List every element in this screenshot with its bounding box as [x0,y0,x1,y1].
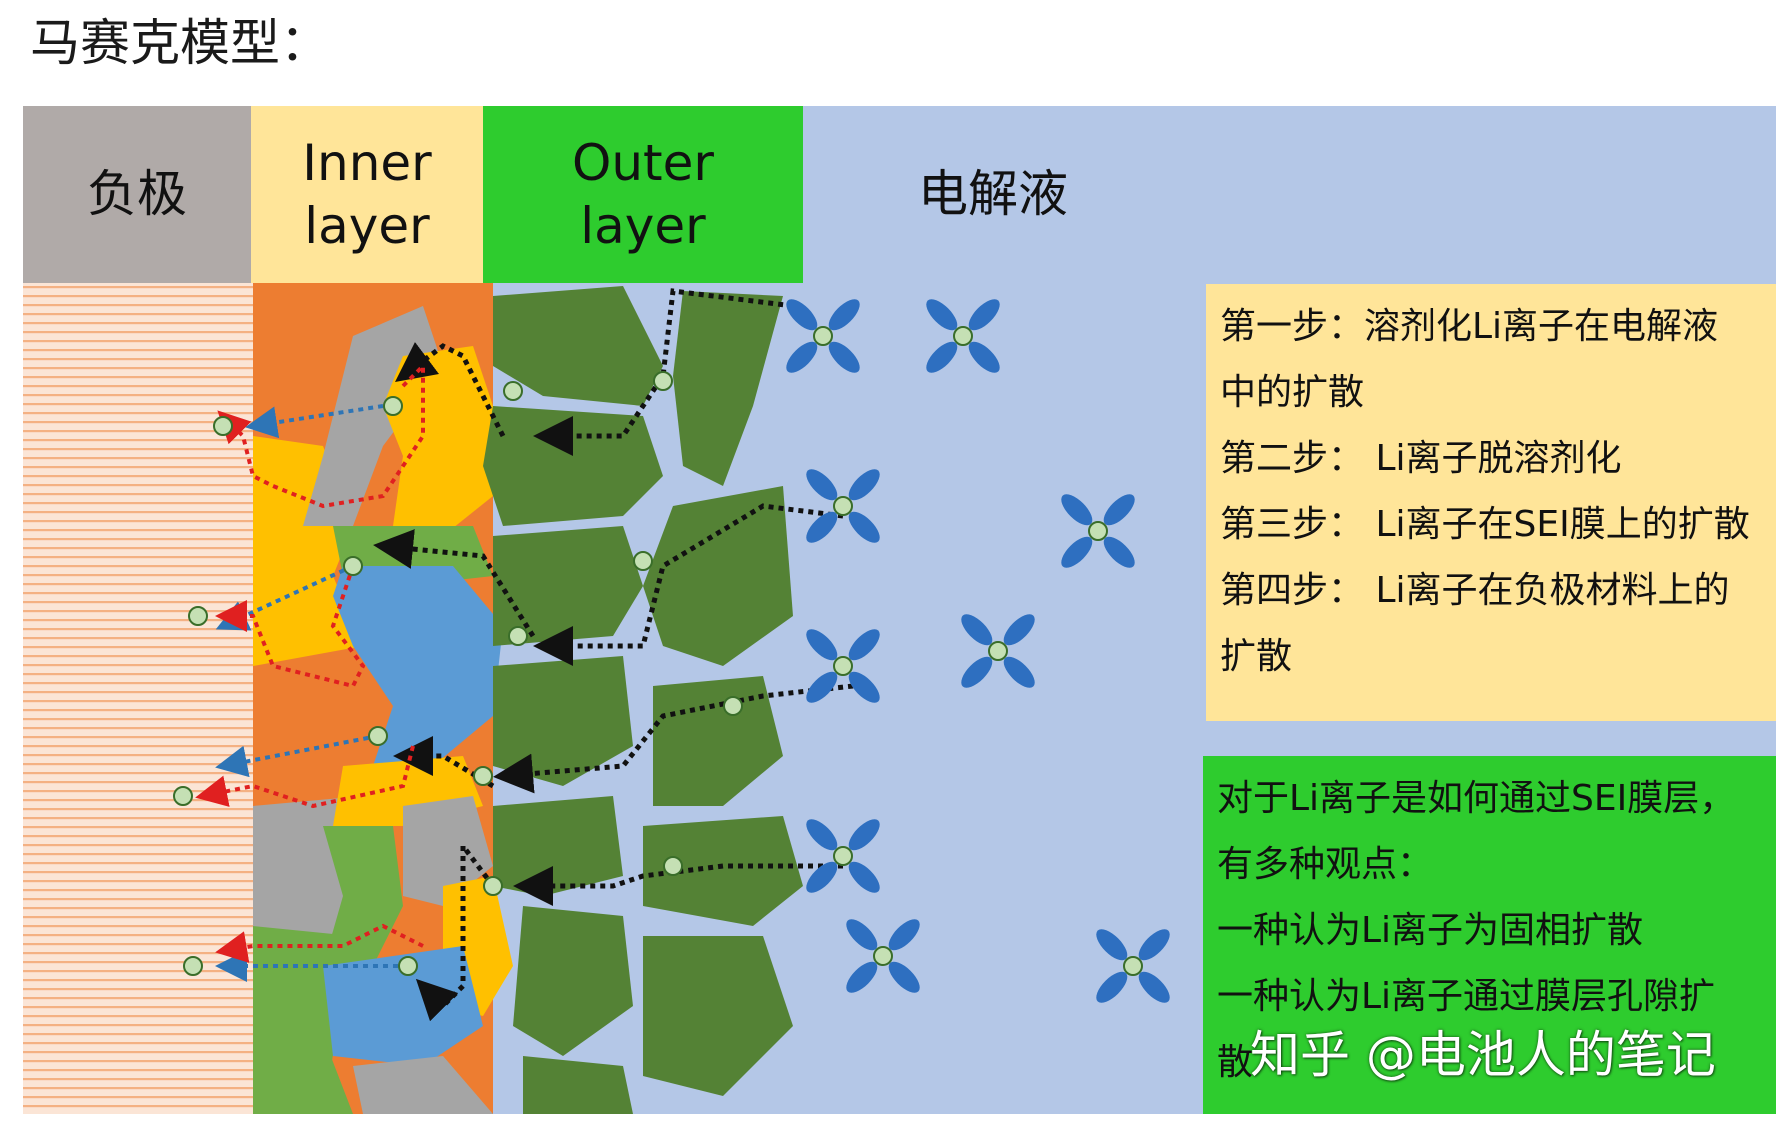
li-ion [833,496,853,516]
li-ion [503,381,523,401]
li-ion [183,956,203,976]
steps-line: 第三步： Li离子在SEI膜上的扩散 [1220,504,1750,545]
solvent-molecule [968,341,1000,373]
li-ion [988,641,1008,661]
li-ion [873,946,893,966]
solvent-molecule [786,341,818,373]
solvent-molecule [848,819,880,851]
solvent-molecule [846,961,878,993]
li-ion [833,846,853,866]
solvent-molecule [1061,536,1093,568]
li-ion [633,551,653,571]
solvent-molecule [786,299,818,331]
solvent-molecule [846,919,878,951]
anode-material [23,283,253,1114]
li-ion [398,956,418,976]
solvated-li-cluster [786,299,860,373]
solvent-molecule [961,656,993,688]
watermark: 知乎 @电池人的笔记 [1250,1026,1716,1084]
solvent-molecule [1003,656,1035,688]
li-ion [508,626,528,646]
li-ion [188,606,208,626]
solvent-molecule [1138,971,1170,1003]
steps-line: 扩散 [1220,636,1293,677]
solvent-molecule [806,861,838,893]
electrolyte-header: 电解液 [918,165,1068,224]
steps-line: 第一步：溶剂化Li离子在电解液 [1220,306,1719,347]
li-ion [953,326,973,346]
pore-diffusion-paths [373,288,854,1022]
li-ion [343,556,363,576]
li-ion-markers [173,371,743,976]
solvent-molecule [1096,971,1128,1003]
solvent-molecule [1138,929,1170,961]
li-ion [663,856,683,876]
anode-diffusion-paths [195,361,425,963]
solvent-molecule [848,671,880,703]
solvent-molecule [806,671,838,703]
steps-line: 中的扩散 [1220,372,1365,413]
solvated-li-cluster [1061,494,1135,568]
li-ion [833,656,853,676]
solvent-molecule [1103,494,1135,526]
li-ion [473,766,493,786]
solvent-molecule [1061,494,1093,526]
views-line: 有多种观点： [1217,844,1434,885]
steps-line: 第四步： Li离子在负极材料上的 [1220,570,1730,611]
solvated-li-cluster [926,299,1000,373]
li-ion [723,696,743,716]
solvated-li-ions [786,299,1170,1003]
views-line: 对于Li离子是如何通过SEI膜层， [1217,778,1736,819]
solvent-molecule [1103,536,1135,568]
views-note: 对于Li离子是如何通过SEI膜层， 有多种观点： 一种认为Li离子为固相扩散 一… [1203,756,1776,1114]
solvent-molecule [926,341,958,373]
li-ion [383,396,403,416]
solvated-li-cluster [806,819,880,893]
li-ion [173,786,193,806]
solvated-li-cluster [846,919,920,993]
li-ion [368,726,388,746]
li-ion [213,416,233,436]
solvent-molecule [888,961,920,993]
views-line: 一种认为Li离子为固相扩散 [1217,910,1644,951]
solvent-molecule [828,341,860,373]
solvent-molecule [828,299,860,331]
solvent-molecule [968,299,1000,331]
li-ion [1088,521,1108,541]
views-line: 散 [1217,1042,1254,1083]
solvent-molecule [848,861,880,893]
solvated-li-cluster [961,614,1035,688]
solvent-molecule [888,919,920,951]
solvent-molecule [806,819,838,851]
solvent-molecule [806,511,838,543]
solvent-molecule [806,469,838,501]
li-ion [813,326,833,346]
li-ion [483,876,503,896]
steps-line: 第二步： Li离子脱溶剂化 [1220,438,1622,479]
solvated-li-cluster [1096,929,1170,1003]
solvent-molecule [961,614,993,646]
li-ion [653,371,673,391]
outer-layer-grains [483,286,803,1114]
solvated-li-cluster [806,469,880,543]
solvent-molecule [1096,929,1128,961]
views-line: 一种认为Li离子通过膜层孔隙扩 [1217,976,1716,1017]
solvated-li-cluster [806,629,880,703]
solvent-molecule [848,629,880,661]
page-title: 马赛克模型： [30,14,330,72]
solid-diffusion-paths [215,404,408,982]
steps-note: 第一步：溶剂化Li离子在电解液 中的扩散 第二步： Li离子脱溶剂化 第三步： … [1206,284,1776,721]
solvent-molecule [1003,614,1035,646]
li-ion [1123,956,1143,976]
sei-illustration [23,283,1170,1114]
solvent-molecule [806,629,838,661]
solvent-molecule [848,511,880,543]
anode-header: 负极 [23,106,251,283]
solvent-molecule [926,299,958,331]
solvent-molecule [848,469,880,501]
